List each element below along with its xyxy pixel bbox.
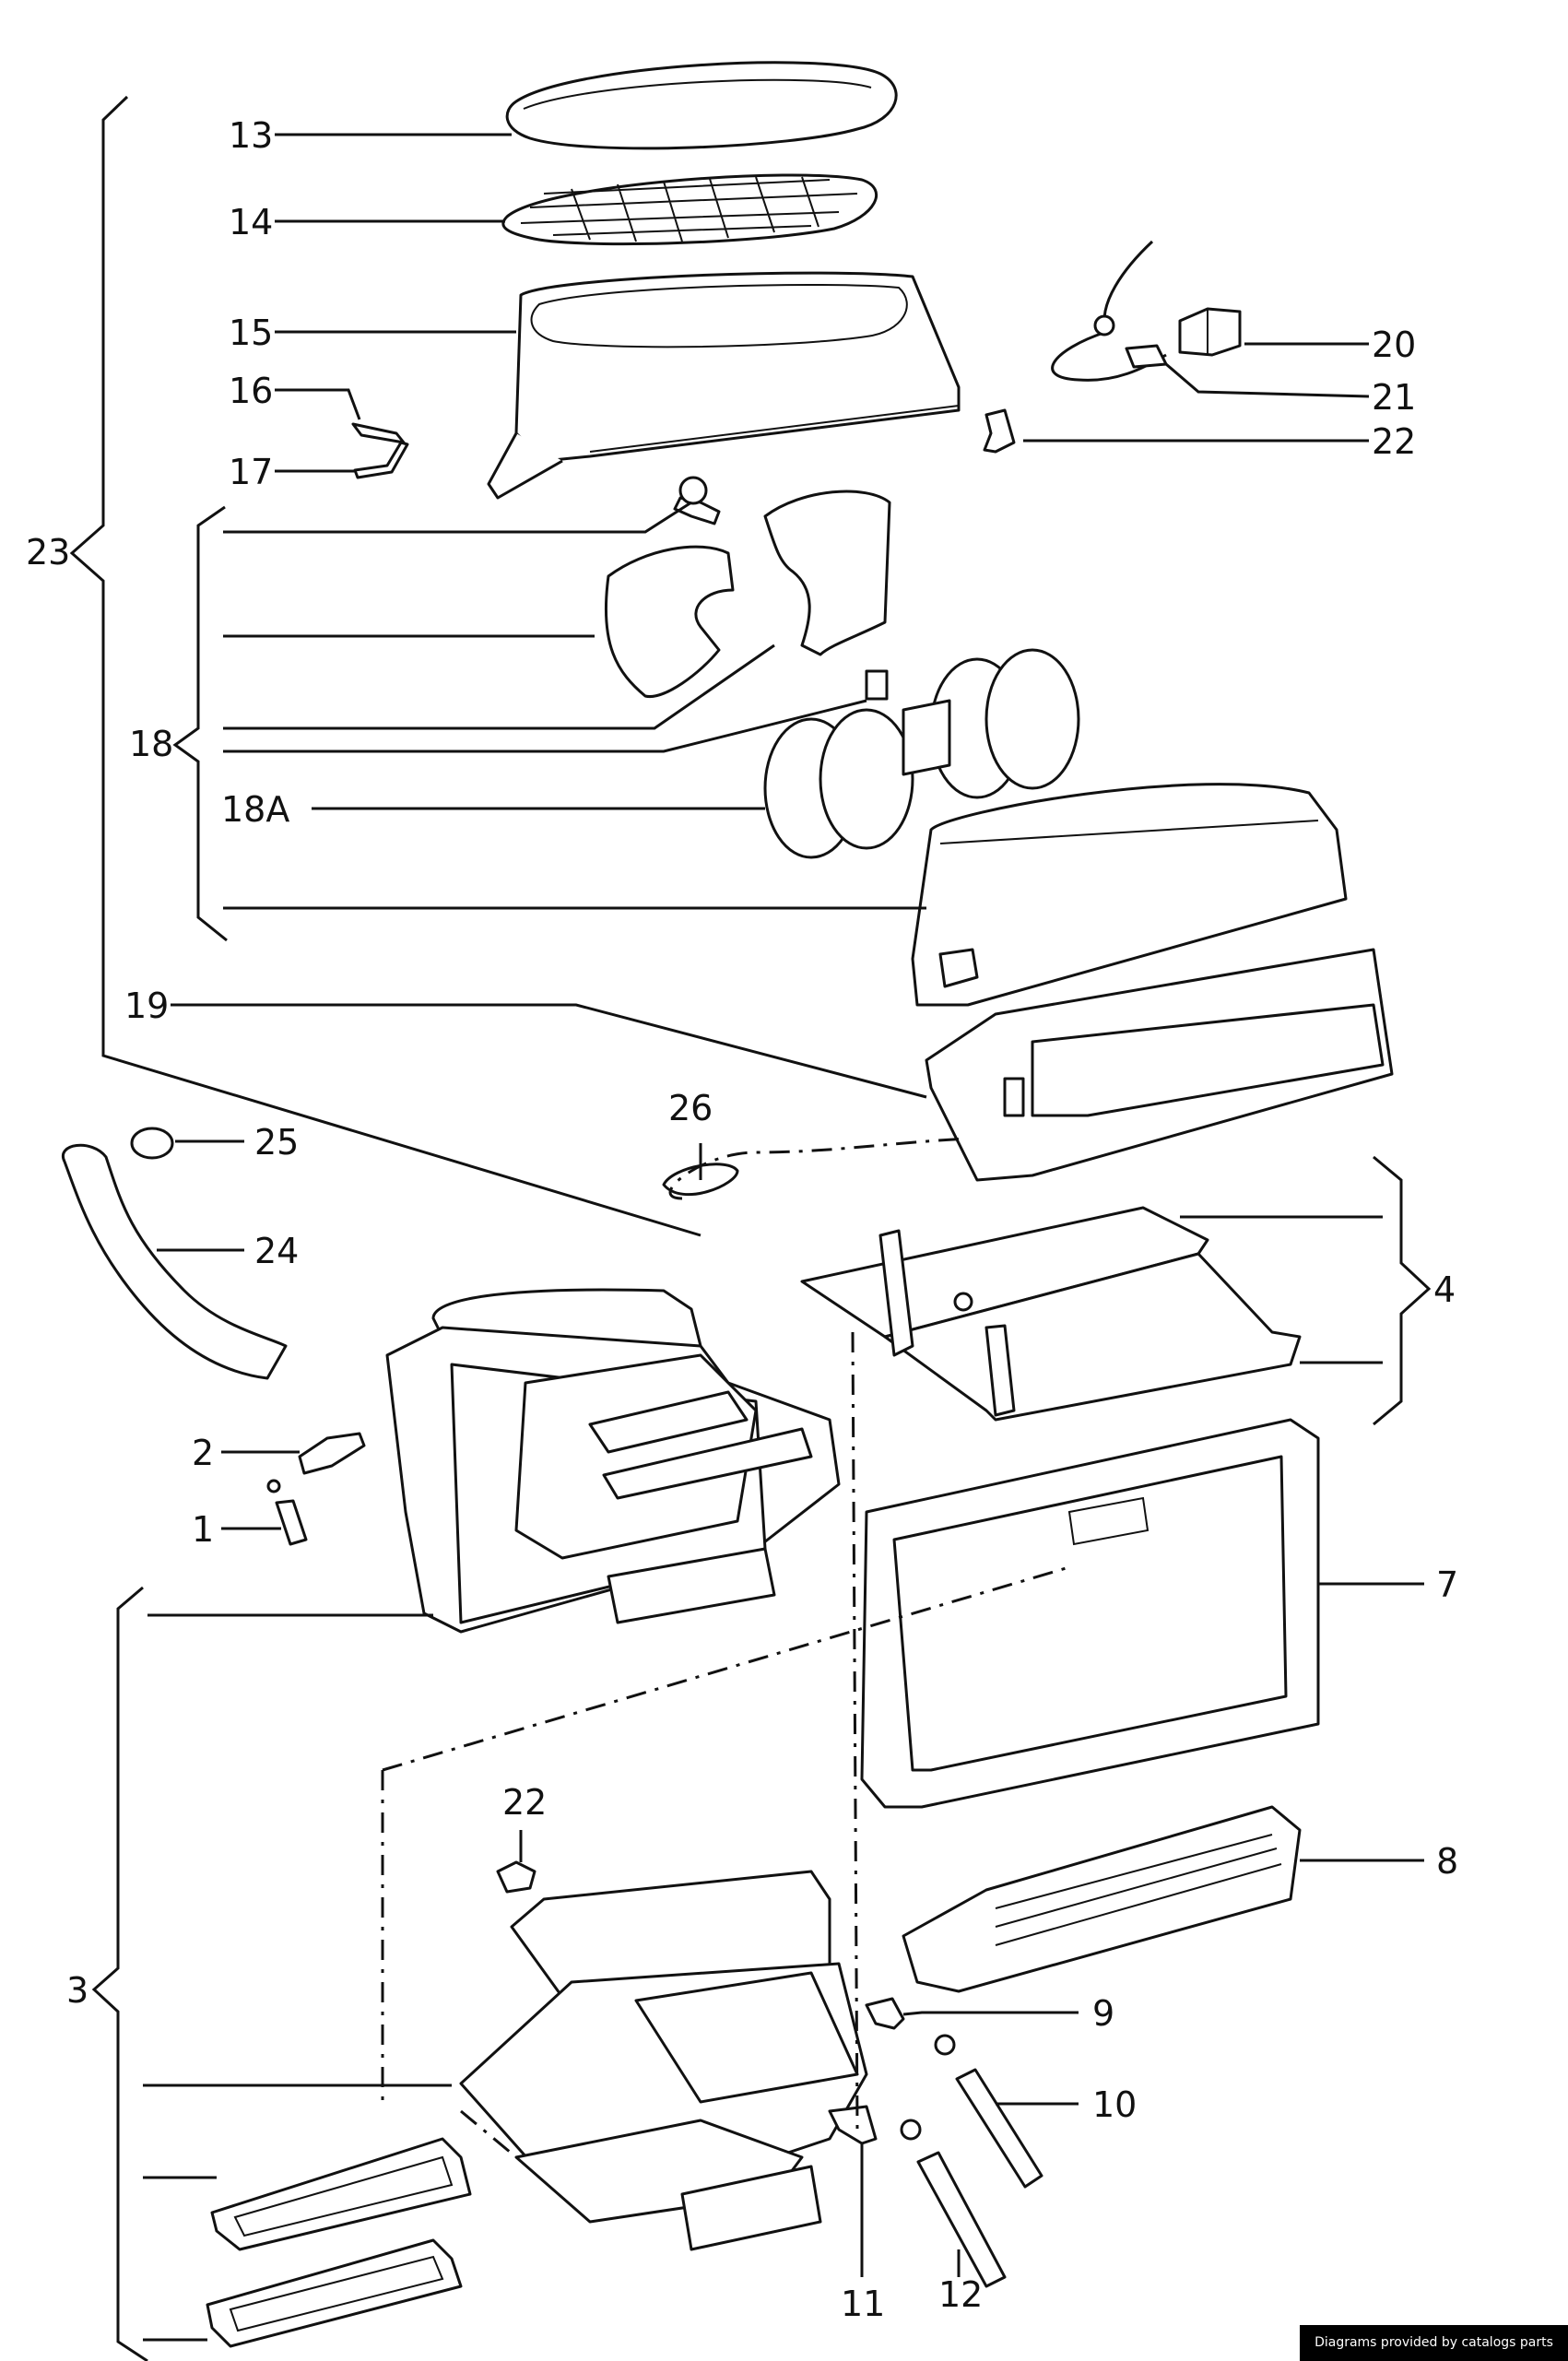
label-22-lower: 22 — [502, 1782, 547, 1823]
part-2-valve — [298, 1432, 366, 1475]
part-22-clip-lower — [496, 1860, 536, 1894]
label-20: 20 — [1372, 325, 1416, 365]
label-26: 26 — [668, 1088, 713, 1128]
label-19: 19 — [124, 986, 169, 1026]
label-24: 24 — [254, 1231, 299, 1271]
part-14-mesh-screen — [501, 173, 878, 246]
part-18a-blower-motor — [763, 648, 1080, 859]
part-17-clip — [353, 441, 409, 479]
part-4-flap-housing — [800, 1206, 1302, 1422]
label-14: 14 — [229, 202, 273, 242]
credit-text: Diagrams provided by catalogs parts — [1315, 2335, 1553, 2350]
part-10-tube — [934, 2034, 1043, 2189]
main-heater-box — [385, 1288, 841, 1634]
part-21-harness — [1051, 240, 1168, 382]
bracket-4 — [1373, 1155, 1432, 1426]
leader-lines — [143, 133, 1424, 2342]
label-25: 25 — [254, 1122, 299, 1163]
bracket-18 — [172, 505, 228, 942]
part-18-blower-halves — [604, 476, 891, 699]
part-1-pin — [266, 1479, 308, 1546]
part-3-distributor — [459, 1870, 868, 2251]
part-24-hose — [61, 1143, 288, 1380]
label-18: 18 — [129, 724, 173, 764]
lower-vent-upper — [210, 2137, 472, 2251]
label-13: 13 — [229, 115, 273, 156]
label-23: 23 — [26, 532, 70, 573]
part-8-heater-core — [902, 1805, 1302, 1993]
label-16: 16 — [229, 371, 273, 411]
label-12: 12 — [938, 2274, 983, 2315]
part-16-clip — [351, 422, 406, 444]
part-9-elbow — [865, 1997, 905, 2030]
part-11-elbow — [828, 2105, 878, 2145]
bracket-23 — [69, 95, 701, 1237]
part-12-tube — [900, 2119, 1007, 2288]
lower-vent-lower — [206, 2238, 463, 2348]
part-22-clip-upper — [983, 408, 1016, 454]
label-11: 11 — [841, 2284, 885, 2324]
label-15: 15 — [229, 313, 273, 353]
part-20-switch — [1178, 307, 1242, 357]
part-13-seal — [505, 61, 898, 150]
label-7: 7 — [1436, 1564, 1458, 1605]
label-22-upper: 22 — [1372, 421, 1416, 462]
label-9: 9 — [1092, 1993, 1114, 2034]
part-25-hose-clamp — [130, 1127, 174, 1160]
credit-banner: Diagrams provided by catalogs parts — [1300, 2325, 1568, 2361]
part-15-intake-housing — [487, 271, 961, 500]
label-8: 8 — [1436, 1841, 1458, 1882]
part-19-lower-housing — [925, 948, 1394, 1182]
label-17: 17 — [229, 452, 273, 492]
label-21: 21 — [1372, 377, 1416, 418]
part-7-gasket-frame — [860, 1418, 1320, 1809]
label-3: 3 — [66, 1970, 88, 2011]
bracket-3 — [91, 1586, 148, 2361]
label-2: 2 — [192, 1433, 214, 1473]
label-18a: 18A — [221, 789, 289, 830]
part-18-blower-cover — [911, 783, 1348, 1007]
label-10: 10 — [1092, 2084, 1137, 2125]
label-1: 1 — [192, 1509, 214, 1550]
label-4: 4 — [1433, 1269, 1456, 1310]
